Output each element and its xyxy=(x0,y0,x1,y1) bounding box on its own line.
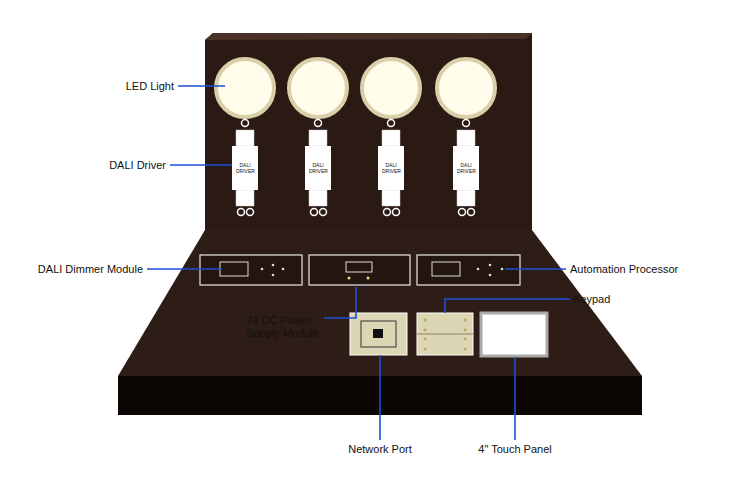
keypad xyxy=(417,313,473,355)
driver-box: DALI DRIVER xyxy=(453,146,479,190)
driver-box: DALI DRIVER xyxy=(232,146,258,190)
part-label: Network Port xyxy=(348,443,412,456)
part-label: LED Light xyxy=(126,80,174,93)
driver-caps xyxy=(236,130,475,206)
driver-label: DALI DRIVER xyxy=(457,162,475,174)
driver-box: DALI DRIVER xyxy=(378,146,404,190)
part-label: 24 DC Power Supply Module xyxy=(246,314,326,340)
modules xyxy=(200,255,520,285)
led-lights xyxy=(216,59,495,117)
driver-box: DALI DRIVER xyxy=(305,146,331,190)
leader-lines xyxy=(147,86,570,440)
part-label: Keypad xyxy=(573,293,610,306)
base-top xyxy=(118,230,642,376)
touch-panel xyxy=(481,313,547,356)
panel-top-edge xyxy=(205,33,532,40)
back-panel xyxy=(205,33,532,230)
network-port xyxy=(350,313,407,355)
driver-label: DALI DRIVER xyxy=(236,162,254,174)
part-label: 4" Touch Panel xyxy=(478,443,551,456)
part-label: Automation Processor xyxy=(570,263,678,276)
driver-label: DALI DRIVER xyxy=(382,162,400,174)
driver-label: DALI DRIVER xyxy=(309,162,327,174)
terminals xyxy=(238,120,475,216)
part-label: DALI Driver xyxy=(109,159,166,172)
part-label: DALI Dimmer Module xyxy=(38,263,143,276)
